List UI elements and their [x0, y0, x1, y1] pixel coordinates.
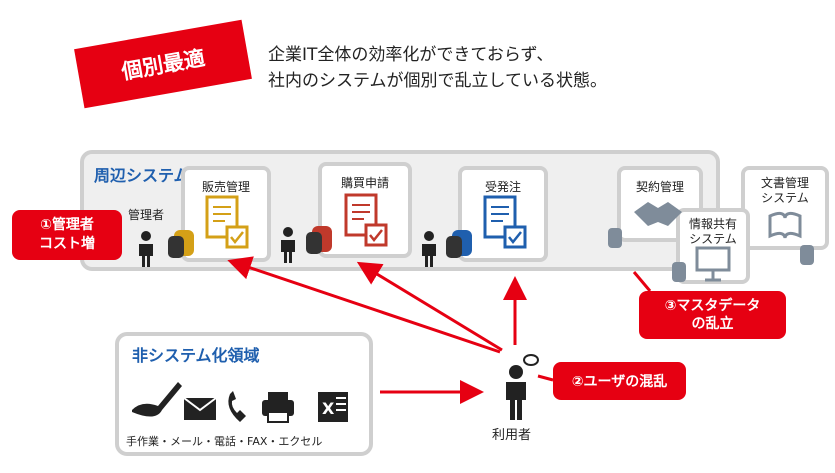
- callout-admin-cost-line1: ①管理者: [40, 217, 94, 233]
- purchase-document-icon: [344, 193, 388, 247]
- book-icon: [768, 211, 802, 239]
- phone-icon: [228, 391, 246, 422]
- admin-person-icon-3: [422, 231, 436, 267]
- user-label: 利用者: [492, 428, 532, 443]
- sales-document-icon: [205, 195, 249, 249]
- callout-user-confusion-text: ②ユーザの混乱: [571, 374, 668, 390]
- system-card-document: 文書管理 システム: [741, 166, 829, 250]
- callout-admin-cost-line2: コスト増: [39, 236, 95, 252]
- system-card-info-share-label: 情報共有 システム: [688, 217, 737, 246]
- callout-3-pointer: [632, 271, 652, 292]
- callout-2-pointer: [537, 374, 554, 382]
- non-system-title: 非システム化領域: [132, 346, 260, 365]
- system-card-sales-label: 販売管理: [201, 180, 250, 194]
- callout-master-data: ③マスタデータ の乱立: [639, 291, 786, 339]
- callout-master-data-line2: の乱立: [691, 316, 734, 332]
- orders-document-icon: [483, 195, 527, 249]
- sales-database-icon: [168, 230, 194, 258]
- handshake-icon: [634, 202, 682, 226]
- handwriting-icon: [132, 382, 182, 417]
- user-person-icon: [506, 354, 539, 420]
- system-card-purchase-label: 購買申請: [340, 176, 389, 190]
- callout-user-confusion: ②ユーザの混乱: [553, 362, 686, 400]
- system-card-contract-label: 契約管理: [635, 180, 684, 194]
- arrow-to-purchase: [356, 261, 503, 352]
- description-line-1: 企業IT全体の効率化ができておらず、: [268, 45, 554, 65]
- printer-icon: [262, 392, 294, 423]
- arrows: [227, 256, 652, 404]
- excel-icon: X: [318, 392, 348, 422]
- system-card-document-label: 文書管理 システム: [760, 176, 809, 205]
- arrow-to-sales: [227, 256, 501, 354]
- callout-master-data-line1: ③マスタデータ: [664, 298, 761, 314]
- callout-admin-cost: ①管理者 コスト増: [12, 210, 122, 260]
- svg-text:X: X: [322, 399, 335, 418]
- surrounding-systems-title: 周辺システム: [94, 166, 190, 185]
- admin-person-icon-1: [139, 231, 153, 267]
- non-system-caption: 手作業・メール・電話・FAX・エクセル: [126, 435, 323, 448]
- system-card-orders-label: 受発注: [484, 180, 521, 194]
- presentation-board-icon: [695, 246, 731, 282]
- contract-database-icon: [608, 228, 622, 248]
- mail-icon: [183, 397, 217, 420]
- admin-person-icon-2: [281, 227, 295, 263]
- admin-label: 管理者: [128, 208, 165, 222]
- description-line-2: 社内のシステムが個別で乱立している状態。: [268, 71, 607, 91]
- info-share-database-icon: [672, 262, 686, 282]
- orders-database-icon: [446, 230, 472, 258]
- document-database-icon: [800, 245, 814, 265]
- purchase-database-icon: [306, 226, 332, 254]
